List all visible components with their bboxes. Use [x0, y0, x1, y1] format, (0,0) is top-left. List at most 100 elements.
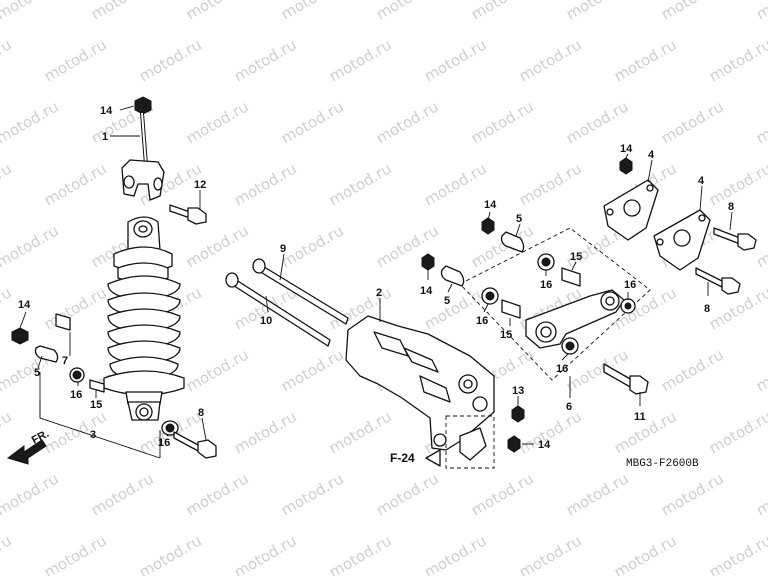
watermark-text: motod.ru — [326, 35, 395, 85]
watermark-text: motod.ru — [468, 97, 537, 147]
watermark-text: motod.ru — [0, 469, 62, 519]
bolt-10 — [225, 272, 331, 347]
watermark-text: motod.ru — [0, 221, 62, 271]
bushing-15-a — [561, 267, 581, 287]
watermark-text: motod.ru — [326, 531, 395, 576]
bolt-8-b — [695, 267, 741, 295]
watermark-text: motod.ru — [41, 35, 110, 85]
watermark-text: motod.ru — [0, 407, 15, 457]
watermark-text: motod.ru — [278, 221, 347, 271]
callout-15: 15 — [570, 251, 582, 263]
callout-7: 7 — [62, 355, 68, 367]
watermark-text: motod.ru — [183, 0, 252, 23]
watermark-text: motod.ru — [41, 531, 110, 576]
ref-arrow-icon — [425, 449, 441, 467]
watermark-text: motod.ru — [658, 469, 727, 519]
watermark-text: motod.ru — [183, 97, 252, 147]
callout-16: 16 — [540, 279, 552, 291]
watermark-text: motod.ru — [563, 0, 632, 23]
bushing-15-b — [501, 299, 521, 319]
nut-14-sensor — [507, 435, 521, 453]
callout-15: 15 — [500, 329, 512, 341]
watermark-text: motod.ru — [41, 283, 110, 333]
callout-15: 15 — [90, 399, 102, 411]
watermark-text: motod.ru — [231, 35, 300, 85]
diagram-code: MBG3-F2600B — [626, 458, 699, 470]
part-7 — [55, 313, 71, 331]
watermark-text: motod.ru — [468, 0, 537, 23]
callout-14: 14 — [420, 285, 433, 297]
callout-5: 5 — [444, 295, 450, 307]
callout-8: 8 — [728, 201, 734, 213]
watermark-text: motod.ru — [516, 531, 585, 576]
callout-8: 8 — [704, 303, 710, 315]
front-arrow-icon — [6, 439, 47, 465]
leader-lines — [19, 105, 733, 445]
callout-6: 6 — [566, 401, 572, 413]
callout-14: 14 — [100, 105, 113, 117]
callout-14: 14 — [538, 439, 551, 451]
watermark-text: motod.ru — [0, 531, 15, 576]
watermark-text: motod.ru — [0, 0, 62, 23]
ref-label: F-24 — [390, 451, 415, 465]
watermark-text: motod.ru — [516, 159, 585, 209]
collar-5-a — [500, 231, 525, 253]
callout-5: 5 — [516, 213, 522, 225]
spring — [107, 275, 181, 381]
watermark-text: motod.ru — [231, 407, 300, 457]
watermark-text: motod.ru — [468, 221, 537, 271]
watermark-text: motod.ru — [753, 221, 768, 271]
ref-box — [445, 415, 495, 469]
watermark-text: motod.ru — [421, 531, 490, 576]
watermark-text: motod.ru — [706, 531, 768, 576]
watermark-text: motod.ru — [278, 0, 347, 23]
watermark-text: motod.ru — [278, 469, 347, 519]
watermark-text: motod.ru — [753, 345, 768, 395]
bolt-8-a — [713, 227, 757, 251]
callout-8: 8 — [198, 407, 204, 419]
callout-1: 1 — [102, 131, 108, 143]
watermark-text: motod.ru — [753, 97, 768, 147]
callout-16: 16 — [70, 389, 82, 401]
callout-14: 14 — [18, 299, 31, 311]
sensor-arm — [459, 427, 487, 461]
bolt-11 — [603, 363, 649, 395]
watermark-text: motod.ru — [0, 283, 15, 333]
nut-14-b — [421, 253, 435, 271]
nut-14-left — [11, 327, 29, 345]
watermark-text: motod.ru — [516, 407, 585, 457]
watermark-text: motod.ru — [753, 0, 768, 23]
watermark-text: motod.ru — [373, 97, 442, 147]
callout-14: 14 — [484, 199, 497, 211]
watermark-text: motod.ru — [421, 35, 490, 85]
watermark-text: motod.ru — [183, 221, 252, 271]
watermark-text: motod.ru — [231, 531, 300, 576]
callout-5: 5 — [34, 367, 40, 379]
callout-10: 10 — [260, 315, 272, 327]
callout-4: 4 — [698, 175, 705, 187]
callout-11: 11 — [634, 411, 646, 423]
watermark-text: motod.ru — [373, 469, 442, 519]
bushing-15-left — [89, 379, 105, 393]
watermark-text: motod.ru — [753, 469, 768, 519]
watermark-text: motod.ru — [41, 159, 110, 209]
watermark-text: motod.ru — [563, 469, 632, 519]
watermark-text: motod.ru — [0, 159, 15, 209]
watermark-text: motod.ru — [136, 531, 205, 576]
callout-16: 16 — [158, 437, 170, 449]
rear-shock-absorber — [103, 96, 185, 421]
callout-14: 14 — [620, 143, 633, 155]
bolt-9 — [252, 258, 349, 325]
watermark-text: motod.ru — [468, 469, 537, 519]
nut-14-top — [134, 96, 152, 115]
bolt-8-bottom — [173, 431, 217, 459]
nut-14-plate — [619, 157, 633, 175]
collar-5-b — [440, 265, 465, 287]
watermark-text: motod.ru — [136, 35, 205, 85]
watermark-text: motod.ru — [706, 407, 768, 457]
link-arm-6 — [525, 289, 625, 349]
watermark-text: motod.ru — [611, 35, 680, 85]
watermark-text: motod.ru — [326, 407, 395, 457]
